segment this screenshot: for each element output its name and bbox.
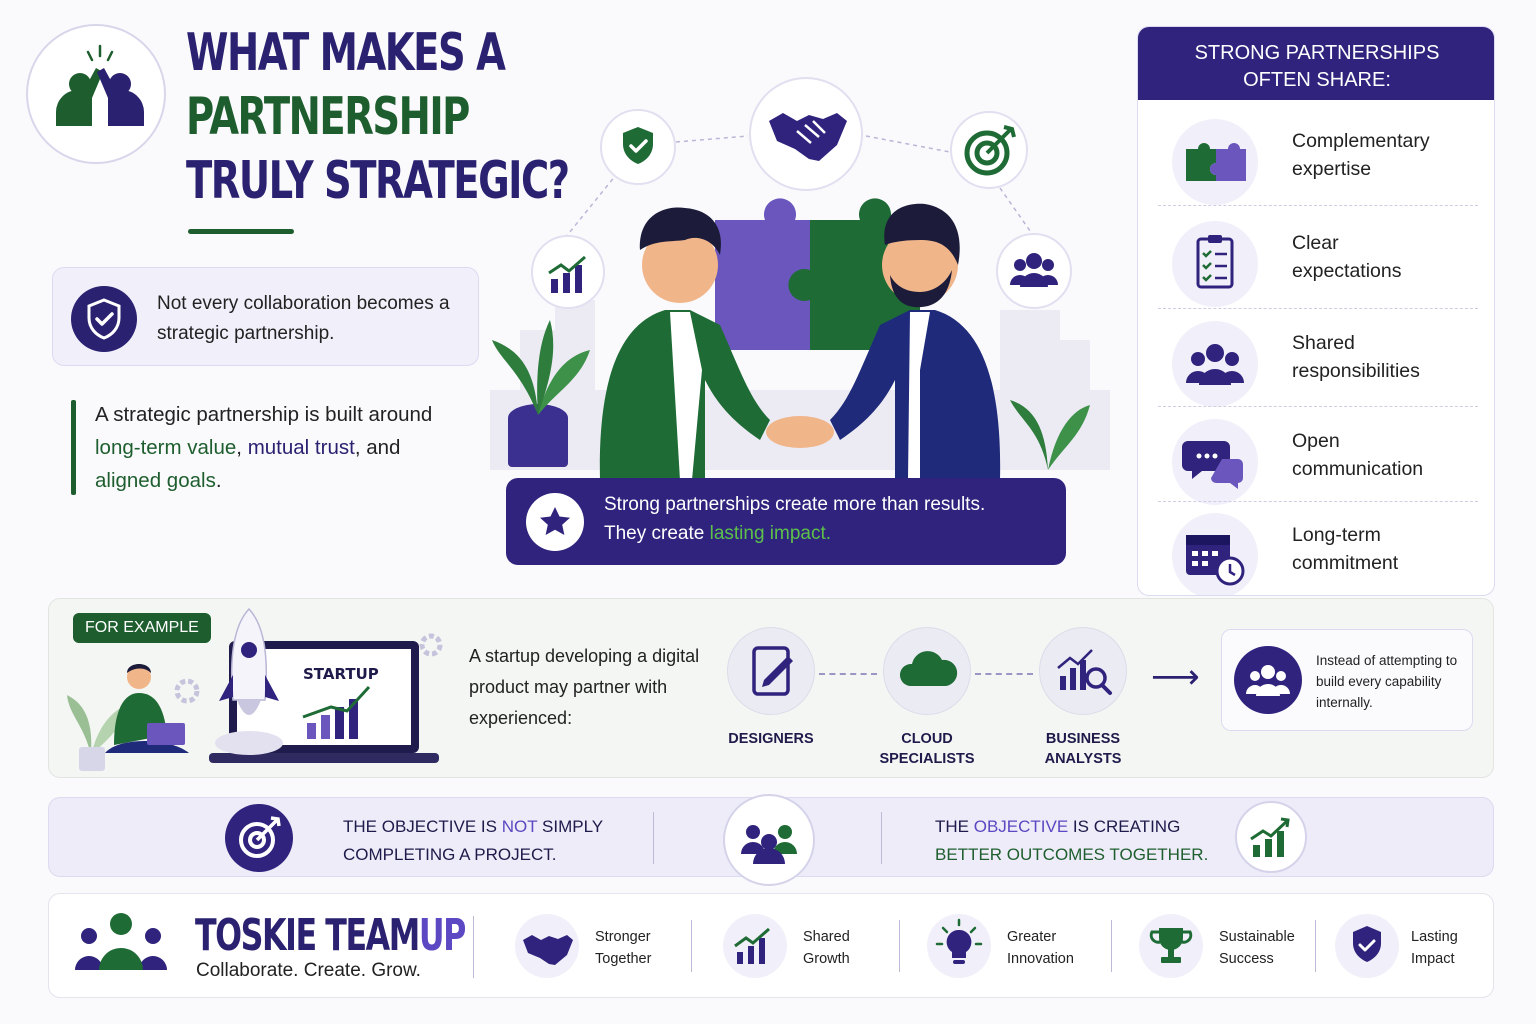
shared-qualities-panel: STRONG PARTNERSHIPS OFTEN SHARE: Complem… (1137, 26, 1495, 596)
calendar-clock-icon (1172, 513, 1258, 595)
high-five-logo-icon (26, 24, 166, 164)
chart-magnifier-icon (1039, 627, 1127, 715)
brand-name: TOSKIE TEAMUP (195, 910, 466, 961)
term-mutual-trust: mutual trust (247, 436, 355, 459)
role-designers: DESIGNERS (701, 627, 841, 749)
example-card: Instead of attempting to build every cap… (1221, 629, 1473, 731)
definition-accent-bar (71, 400, 76, 495)
team-logo-icon (75, 913, 167, 970)
chat-icon (1172, 419, 1258, 505)
target-icon (225, 804, 293, 872)
example-section: FOR EXAMPLE STARTUP A startup developing… (48, 598, 1494, 778)
impact-banner: Strong partnerships create more than res… (506, 478, 1066, 565)
shield-check-icon (71, 286, 137, 352)
team-icon (723, 794, 815, 886)
handshake-icon (749, 77, 863, 191)
banner-line-2: They create lasting impact. (604, 523, 832, 544)
example-badge: FOR EXAMPLE (73, 613, 211, 643)
title-underline (188, 229, 294, 234)
startup-illustration: STARTUP (67, 607, 443, 771)
objective-not-text: THE OBJECTIVE IS NOT SIMPLY COMPLETING A… (343, 817, 604, 864)
growth-chart-icon (1235, 801, 1307, 873)
team-icon (1172, 321, 1258, 407)
intro-card: Not every collaboration becomes a strate… (52, 267, 479, 366)
example-card-text: Instead of attempting to build every cap… (1316, 653, 1458, 710)
team-icon (1234, 646, 1302, 714)
tablet-pen-icon (727, 627, 815, 715)
brand-section: TOSKIE TEAMUP Collaborate. Create. Grow.… (48, 893, 1494, 998)
term-aligned-goals: aligned goals (95, 469, 216, 492)
objective-section: THE OBJECTIVE IS NOT SIMPLY COMPLETING A… (48, 794, 1494, 886)
trophy-icon (1139, 914, 1203, 978)
banner-line-1: Strong partnerships create more than res… (604, 494, 986, 515)
panel-heading: STRONG PARTNERSHIPS OFTEN SHARE: (1138, 27, 1494, 100)
handshake-illustration (490, 135, 1110, 480)
startup-screen-label: STARTUP (303, 665, 379, 683)
lightbulb-icon (927, 914, 991, 978)
star-icon (526, 493, 584, 551)
handshake-icon (515, 914, 579, 978)
page-title-line-3: TRULY STRATEGIC? (186, 151, 570, 211)
objective-creating-text: THE OBJECTIVE IS CREATING BETTER OUTCOME… (935, 817, 1209, 864)
banner-highlight: lasting impact. (709, 523, 832, 544)
target-icon (950, 111, 1028, 189)
cloud-icon (883, 627, 971, 715)
growth-chart-icon (723, 914, 787, 978)
definition-text: A strategic partnership is built around … (95, 403, 433, 492)
growth-chart-icon (531, 235, 605, 309)
shield-check-icon (1335, 914, 1399, 978)
arrow-right-icon: ⟶ (1151, 658, 1200, 696)
team-icon (996, 233, 1072, 309)
example-text: A startup developing a digital product m… (469, 646, 700, 728)
checklist-icon (1172, 221, 1258, 307)
intro-text: Not every collaboration becomes a strate… (157, 293, 450, 344)
brand-tagline: Collaborate. Create. Grow. (196, 960, 421, 981)
page-title-line-1: WHAT MAKES A (186, 23, 506, 83)
shield-check-icon (600, 109, 676, 185)
term-long-term-value: long-term value (95, 436, 237, 459)
page-title-line-2: PARTNERSHIP (186, 87, 470, 147)
puzzle-icon (1172, 119, 1258, 205)
